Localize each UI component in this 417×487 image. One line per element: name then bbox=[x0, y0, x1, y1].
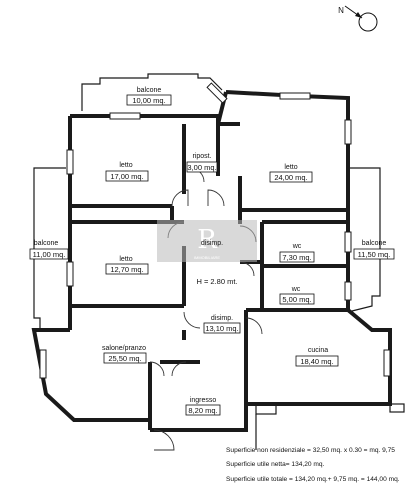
watermark-text: IMMOBILIARE bbox=[194, 255, 221, 260]
north-compass-icon: N bbox=[338, 5, 378, 32]
room-balcone-left: balcone 11,00 mq. bbox=[29, 240, 69, 260]
room-ingresso: ingresso 8,20 mq. bbox=[185, 397, 221, 416]
svg-text:18,40 mq.: 18,40 mq. bbox=[300, 357, 333, 366]
svg-text:7,30 mq.: 7,30 mq. bbox=[282, 253, 311, 262]
stairwell bbox=[255, 403, 405, 450]
room-disimp-lower: disimp. 13,10 mq. bbox=[203, 315, 241, 334]
svg-text:12,70 mq.: 12,70 mq. bbox=[110, 265, 143, 274]
svg-text:wc: wc bbox=[291, 286, 301, 293]
svg-text:ripost.: ripost. bbox=[192, 153, 211, 160]
svg-text:11,00 mq.: 11,00 mq. bbox=[33, 250, 66, 259]
svg-text:13,10 mq.: 13,10 mq. bbox=[205, 324, 238, 333]
svg-text:letto: letto bbox=[284, 164, 297, 171]
summary-line-2: Superficie utile netta= 134,20 mq. bbox=[226, 461, 325, 468]
room-balcone-right: balcone 11,50 mq. bbox=[353, 240, 395, 260]
ceiling-height: H = 2.80 mt. bbox=[196, 277, 237, 286]
summary-line-1: Superficie non residenziale = 32,50 mq. … bbox=[226, 447, 395, 454]
svg-text:disimp.: disimp. bbox=[211, 315, 233, 322]
inner-walls bbox=[70, 122, 348, 420]
svg-text:balcone: balcone bbox=[137, 87, 162, 94]
svg-text:ingresso: ingresso bbox=[190, 397, 217, 404]
room-wc-5: wc 5,00 mq. bbox=[279, 286, 315, 305]
svg-text:wc: wc bbox=[292, 243, 302, 250]
svg-text:letto: letto bbox=[119, 256, 132, 263]
svg-text:salone/pranzo: salone/pranzo bbox=[102, 345, 146, 352]
svg-text:11,50 mq.: 11,50 mq. bbox=[358, 250, 391, 259]
svg-text:H = 2.80 mt.: H = 2.80 mt. bbox=[196, 277, 237, 286]
watermark-logo: R IMMOBILIARE bbox=[157, 220, 257, 262]
room-letto-17: letto 17,00 mq. bbox=[105, 162, 149, 182]
svg-text:5,00 mq.: 5,00 mq. bbox=[282, 295, 311, 304]
room-salone-pranzo: salone/pranzo 25,50 mq. bbox=[102, 345, 147, 364]
svg-text:24,00 mq.: 24,00 mq. bbox=[274, 173, 307, 182]
svg-text:disimp.: disimp. bbox=[201, 240, 223, 247]
room-cucina: cucina 18,40 mq. bbox=[295, 347, 339, 367]
room-wc-7: wc 7,30 mq. bbox=[279, 243, 315, 263]
svg-text:cucina: cucina bbox=[308, 347, 328, 354]
svg-text:letto: letto bbox=[119, 162, 132, 169]
balcony-outlines bbox=[33, 73, 381, 331]
area-summary: Superficie non residenziale = 32,50 mq. … bbox=[226, 447, 400, 483]
room-ripost: ripost. 3,00 mq. bbox=[186, 153, 218, 173]
room-balcone-top: balcone 10,00 mq. bbox=[126, 87, 172, 106]
svg-text:10,00 mq.: 10,00 mq. bbox=[132, 96, 165, 105]
summary-line-3: Superficie utile totale = 134,20 mq.+ 9,… bbox=[226, 476, 400, 483]
windows bbox=[39, 82, 391, 379]
svg-text:25,50 mq.: 25,50 mq. bbox=[108, 354, 141, 363]
compass-label: N bbox=[338, 6, 344, 15]
svg-text:3,00 mq.: 3,00 mq. bbox=[187, 163, 216, 172]
svg-text:17,00 mq.: 17,00 mq. bbox=[110, 172, 143, 181]
watermark-letter: R bbox=[197, 225, 218, 255]
room-letto-24: letto 24,00 mq. bbox=[269, 164, 313, 183]
room-disimp-upper: disimp. bbox=[201, 240, 223, 247]
svg-text:balcone: balcone bbox=[34, 240, 59, 247]
svg-text:8,20 mq.: 8,20 mq. bbox=[188, 406, 217, 415]
room-letto-12: letto 12,70 mq. bbox=[105, 256, 149, 275]
svg-text:balcone: balcone bbox=[362, 240, 387, 247]
